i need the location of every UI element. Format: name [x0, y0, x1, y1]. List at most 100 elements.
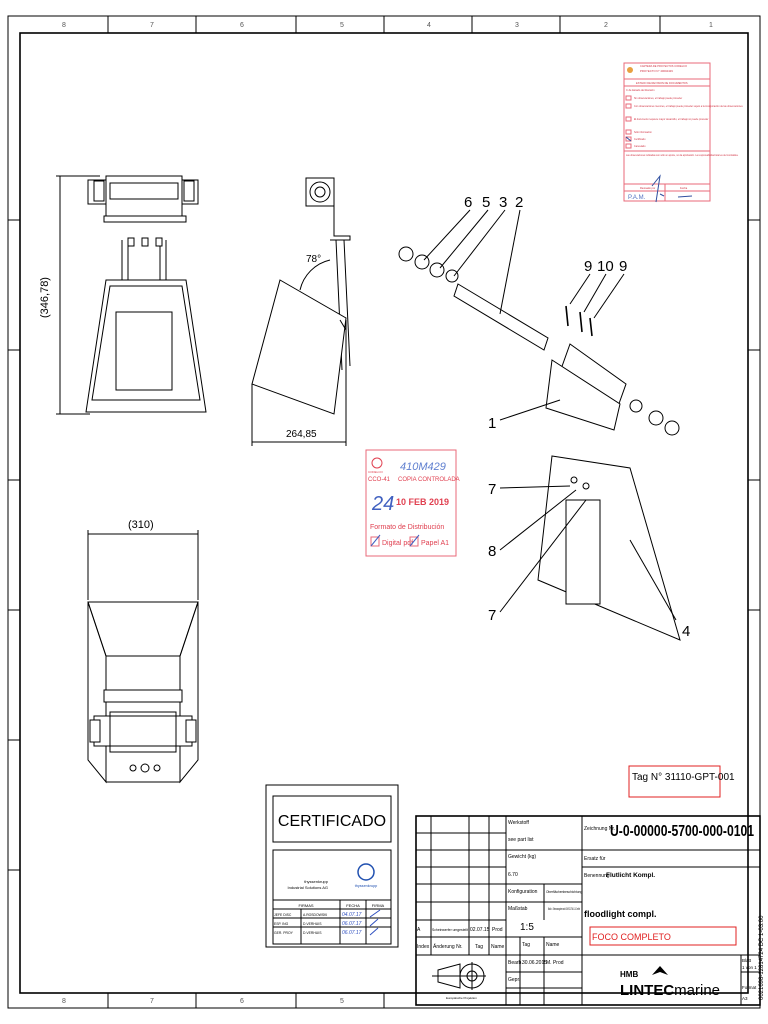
balloon-7b: 7 — [488, 607, 496, 624]
svg-text:Tag: Tag — [522, 942, 530, 948]
svg-text:1: 1 — [709, 22, 713, 29]
balloon-4: 4 — [682, 623, 690, 640]
svg-text:Maßstab: Maßstab — [508, 906, 528, 912]
zone-dividers — [8, 16, 760, 1008]
svg-text:Revisado por: Revisado por — [640, 186, 655, 190]
certificate-stamp: CERTIFICADO thyssenkrupp Industrial Solu… — [265, 784, 399, 948]
svg-text:Gepr.: Gepr. — [508, 977, 520, 983]
svg-text:Oberflächenbeschichtung: Oberflächenbeschichtung — [546, 890, 582, 894]
review-options: Sin observaciones, el trabajo puede proc… — [625, 95, 744, 149]
svg-text:Sólo información: Sólo información — [634, 131, 652, 134]
svg-text:CARTERA DE PROYECTOS CODELCO: CARTERA DE PROYECTOS CODELCO — [640, 64, 687, 68]
front-view: (346,78) — [39, 175, 207, 415]
svg-text:Name: Name — [546, 942, 560, 948]
svg-text:Industrial Solutions AG: Industrial Solutions AG — [288, 885, 328, 890]
svg-text:Format: Format — [742, 985, 757, 990]
svg-text:ESTADO DE REVISION DE DOCUMENT: ESTADO DE REVISION DE DOCUMENTOS — [636, 81, 688, 85]
svg-text:Certificado: Certificado — [634, 138, 646, 141]
svg-text:D.VERHUIS: D.VERHUIS — [303, 931, 322, 935]
svg-text:7: 7 — [150, 998, 154, 1005]
review-stamp: CARTERA DE PROYECTOS CODELCO PROYECTO N°… — [623, 62, 744, 203]
svg-text:24: 24 — [371, 493, 394, 515]
lintec-logo-icon — [652, 966, 668, 975]
svg-text:Prod: Prod — [492, 927, 503, 933]
svg-text:GER. PROY: GER. PROY — [274, 931, 294, 935]
balloon-3: 3 — [499, 194, 507, 211]
svg-text:JEFE DISC: JEFE DISC — [274, 913, 292, 917]
balloon-9: 9 — [584, 258, 592, 275]
svg-text:2: 2 — [604, 22, 608, 29]
side-view: 78° 264,85 — [251, 177, 351, 446]
balloon-1: 1 — [488, 415, 496, 432]
svg-text:410M429: 410M429 — [400, 461, 446, 473]
drawing-number: U-0-00000-5700-000-0101 — [610, 823, 754, 840]
svg-text:1:5: 1:5 — [520, 922, 534, 933]
svg-text:Tag: Tag — [475, 944, 483, 950]
svg-text:8: 8 — [62, 998, 66, 1005]
svg-text:see part list: see part list — [508, 837, 534, 843]
svg-text:Fecha: Fecha — [680, 186, 688, 190]
svg-text:Zeichnung Nr.: Zeichnung Nr. — [584, 826, 615, 832]
svg-text:PROYECTO N° 40004429: PROYECTO N° 40004429 — [640, 69, 673, 73]
svg-text:CCO-41: CCO-41 — [368, 477, 391, 483]
title-block: Werkstoff see part list Gewicht (kg) 6.7… — [415, 815, 761, 1006]
svg-text:Cancelado: Cancelado — [634, 145, 646, 148]
svg-text:7: 7 — [150, 22, 154, 29]
svg-text:ESP. ING: ESP. ING — [274, 922, 289, 926]
svg-text:6.70: 6.70 — [508, 872, 518, 878]
svg-text:HMB: HMB — [620, 970, 638, 979]
svg-text:COPIA CONTROLADA: COPIA CONTROLADA — [398, 477, 460, 483]
svg-text:6: 6 — [240, 998, 244, 1005]
balloon-10: 10 — [597, 258, 614, 275]
svg-text:Konfiguration: Konfiguration — [508, 889, 538, 895]
svg-text:02.07.15: 02.07.15 — [470, 927, 490, 933]
svg-text:8: 8 — [62, 22, 66, 29]
svg-text:10 FEB 2019: 10 FEB 2019 — [396, 497, 449, 507]
dim-width-side: 264,85 — [286, 429, 317, 440]
svg-text:FECHA: FECHA — [346, 903, 360, 908]
svg-text:Maße o. Toleranzangaben nach D: Maße o. Toleranzangaben nach DIN ISO 276… — [548, 907, 580, 911]
svg-text:1 von 1: 1 von 1 — [742, 965, 757, 970]
svg-text:Digital pdf: Digital pdf — [382, 540, 413, 547]
svg-text:6: 6 — [240, 22, 244, 29]
balloons: 6 5 3 2 9 10 9 1 7 8 7 4 — [464, 194, 690, 640]
svg-text:thyssenkrupp: thyssenkrupp — [304, 879, 329, 884]
svg-text:A3: A3 — [742, 996, 748, 1001]
svg-text:Bearb.: Bearb. — [508, 960, 523, 966]
top-view: (310) — [87, 519, 199, 784]
side-code: 0021698-12814724 DC 1-03.00 — [759, 915, 765, 1000]
svg-text:3: 3 — [515, 22, 519, 29]
svg-text:30.06.2015: 30.06.2015 — [522, 960, 547, 966]
balloon-9b: 9 — [619, 258, 627, 275]
zone-labels-top: 8 7 6 5 4 3 2 1 — [62, 22, 713, 29]
title-es: FOCO COMPLETO — [592, 932, 671, 942]
projection-symbol — [432, 962, 486, 990]
svg-text:Formato de Distribución: Formato de Distribución — [370, 524, 444, 531]
svg-text:5: 5 — [340, 22, 344, 29]
svg-text:A: A — [417, 927, 421, 933]
svg-text:floodlight compl.: floodlight compl. — [584, 909, 657, 919]
thyssenkrupp-logo — [357, 863, 375, 881]
svg-text:Europäische Projektion: Europäische Projektion — [446, 996, 477, 1000]
balloon-8: 8 — [488, 543, 496, 560]
dim-height: (346,78) — [39, 277, 51, 318]
svg-text:Sin observaciones, el trabajo: Sin observaciones, el trabajo puede proc… — [634, 97, 682, 100]
lintec-logo: LINTECmarine — [620, 982, 720, 999]
svg-text:Benennung: Benennung — [584, 873, 610, 879]
svg-text:Änderung Nr.: Änderung Nr. — [433, 943, 462, 950]
svg-text:5: 5 — [340, 998, 344, 1005]
svg-text:FIRMAS: FIRMAS — [298, 903, 313, 908]
dim-angle: 78° — [306, 254, 321, 265]
svg-text:thyssenkrupp: thyssenkrupp — [355, 884, 378, 888]
balloon-5: 5 — [482, 194, 490, 211]
svg-text:P.A.M.: P.A.M. — [628, 195, 646, 201]
balloon-2: 2 — [515, 194, 523, 211]
tag-number: Tag N° 31110-GPT-001 — [632, 772, 735, 783]
svg-text:CODELCO: CODELCO — [368, 470, 384, 474]
svg-text:Index: Index — [417, 944, 430, 950]
svg-text:Blatt: Blatt — [742, 958, 752, 963]
svg-text:El documento requiere mayor de: El documento requiere mayor desarrollo, … — [634, 118, 709, 121]
dim-width-top: (310) — [128, 519, 154, 531]
svg-text:Las observaciones indicadas so: Las observaciones indicadas son sólo un … — [626, 154, 739, 157]
